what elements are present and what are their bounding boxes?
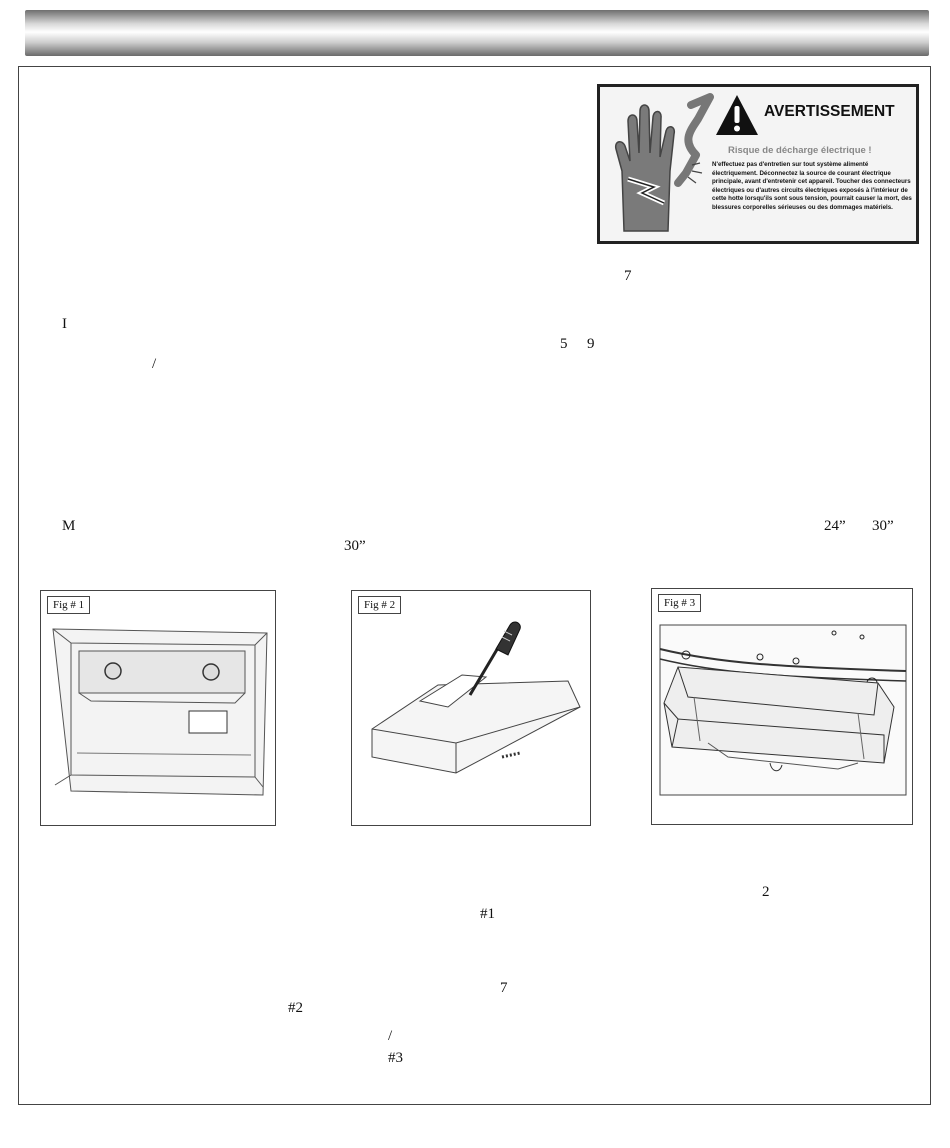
figure-label: Fig # 3: [658, 594, 702, 612]
text-fragment: 7: [500, 980, 508, 996]
text-fragment: 5: [560, 336, 568, 352]
text-fragment: 2: [762, 884, 770, 900]
text-fragment: 30”: [872, 518, 894, 534]
warning-body: N'effectuez pas d'entretien sur tout sys…: [712, 161, 912, 211]
text-fragment: 24”: [824, 518, 846, 534]
text-fragment: 30”: [344, 538, 366, 554]
range-hood-underside-illustration: [52, 628, 268, 796]
warning-triangle-icon: [716, 95, 758, 135]
text-fragment: 9: [587, 336, 595, 352]
text-fragment: #3: [388, 1050, 403, 1066]
figure-1: Fig # 1: [40, 590, 276, 826]
content-frame: [18, 66, 931, 1105]
warning-title: AVERTISSEMENT: [764, 103, 895, 120]
text-fragment: 7: [624, 268, 632, 284]
text-fragment: I: [62, 316, 67, 332]
text-fragment: #2: [288, 1000, 303, 1016]
warning-box: AVERTISSEMENT Risque de décharge électri…: [597, 84, 919, 244]
header-bar: [25, 10, 929, 56]
warning-subtitle: Risque de décharge électrique !: [728, 145, 872, 156]
figure-2: Fig # 2: [351, 590, 591, 826]
hand-electric-shock-icon: [614, 93, 714, 232]
text-fragment: /: [388, 1028, 393, 1044]
text-fragment: #1: [480, 906, 495, 922]
figure-3: Fig # 3: [651, 588, 913, 825]
figure-label: Fig # 2: [358, 596, 402, 614]
figure-label: Fig # 1: [47, 596, 91, 614]
text-fragment: M: [62, 518, 76, 534]
text-fragment: /: [152, 356, 157, 372]
range-hood-screwdriver-illustration: [371, 621, 581, 774]
duct-damper-illustration: [659, 624, 907, 796]
